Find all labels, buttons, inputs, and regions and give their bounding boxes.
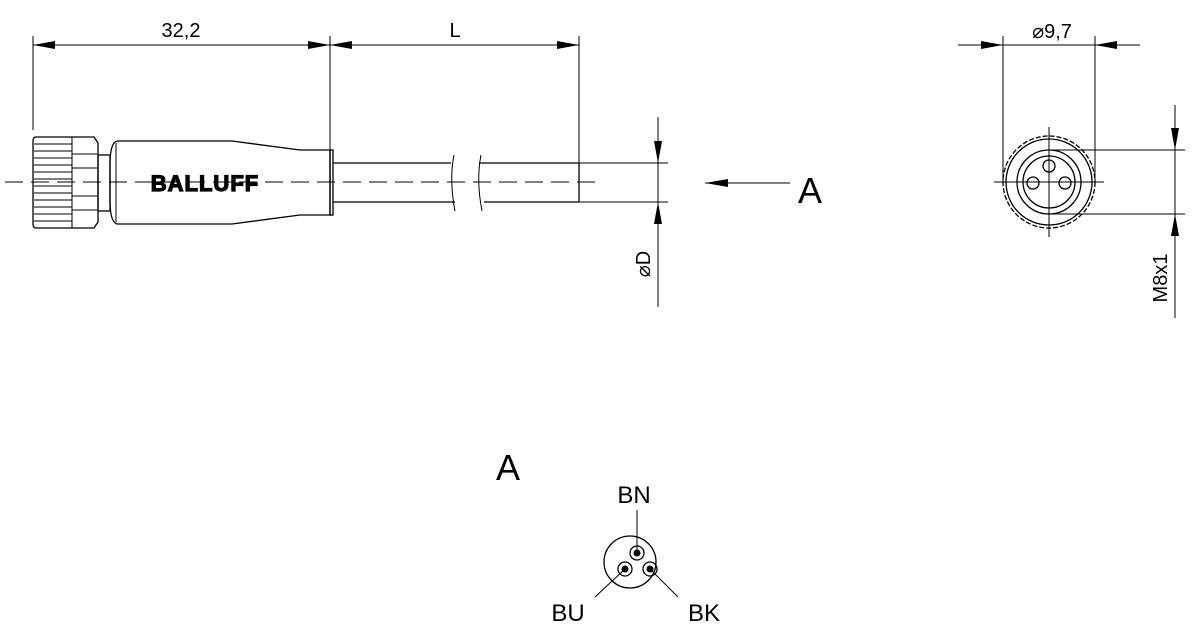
- balluff-logo: BALLUFF: [151, 171, 259, 196]
- knurled-coupling-nut: [32, 136, 111, 229]
- front-view: [994, 127, 1104, 237]
- dimension-thread: M8x1: [1049, 105, 1185, 318]
- pin-label-bu: BU: [551, 600, 584, 627]
- dimension-head-diameter: ⌀9,7: [958, 21, 1140, 182]
- dimension-label-m8x1: M8x1: [1150, 254, 1172, 303]
- dimension-label-D: ⌀D: [633, 251, 655, 277]
- dimension-label-32-2: 32,2: [162, 20, 201, 42]
- view-arrow-a: A: [705, 170, 822, 211]
- connector-body: BALLUFF: [109, 140, 331, 225]
- dimension-label-9-7: ⌀9,7: [1032, 21, 1072, 43]
- pinout-view-a: A BN BU BK: [496, 447, 720, 627]
- view-arrow-label: A: [798, 170, 822, 211]
- dimension-label-L: L: [449, 20, 460, 42]
- pin-label-bk: BK: [688, 600, 720, 627]
- dimension-cable-diameter: ⌀D: [579, 117, 668, 307]
- pinout-title: A: [496, 447, 520, 488]
- dimension-connector-length: 32,2: [32, 20, 331, 150]
- pin-label-bn: BN: [617, 482, 650, 509]
- dimension-cable-length: L: [330, 20, 580, 202]
